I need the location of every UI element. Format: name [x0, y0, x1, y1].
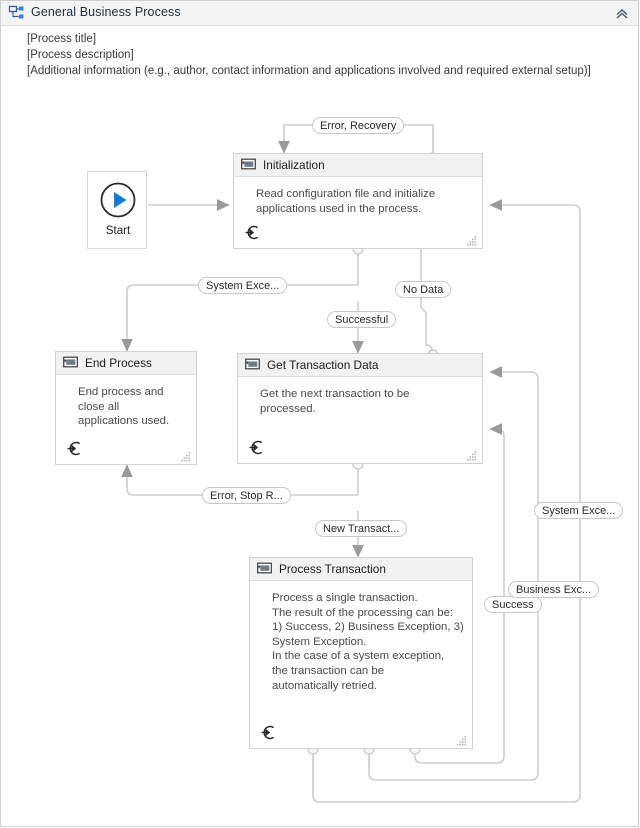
- chevron-double-up-icon[interactable]: [614, 6, 630, 22]
- node-end-process[interactable]: End Process End process and close all ap…: [55, 351, 197, 465]
- state-block-icon: [241, 158, 256, 172]
- state-block-icon: [257, 562, 272, 576]
- node-body-line: processed.: [260, 402, 316, 415]
- resize-grip-icon[interactable]: [457, 733, 467, 746]
- node-header: Initialization: [234, 154, 482, 177]
- node-title: Process Transaction: [279, 562, 386, 576]
- flowchart-canvas[interactable]: Start Initialization Read configuration …: [1, 83, 640, 827]
- node-header: End Process: [56, 352, 196, 375]
- entry-point-icon: [66, 440, 83, 457]
- node-start[interactable]: Start: [87, 171, 147, 249]
- node-initialization[interactable]: Initialization Read configuration file a…: [233, 153, 483, 249]
- edge-label-success[interactable]: Success: [484, 596, 542, 613]
- node-body-line: Process a single transaction.: [272, 592, 418, 604]
- description-line-title: [Process title]: [27, 33, 97, 45]
- node-get-transaction-data[interactable]: Get Transaction Data Get the next transa…: [237, 353, 483, 464]
- edge-label-error-stop[interactable]: Error, Stop R...: [202, 487, 291, 504]
- node-body: Read configuration file and initialize a…: [234, 177, 482, 216]
- node-body-line: applications used in the process.: [256, 202, 422, 215]
- node-body-line: The result of the processing can be:: [272, 606, 454, 619]
- entry-point-icon: [244, 224, 261, 241]
- process-description: [Process title] [Process description] [A…: [27, 31, 617, 79]
- resize-grip-icon[interactable]: [181, 449, 191, 462]
- edge-label-successful[interactable]: Successful: [327, 311, 397, 328]
- resize-grip-icon[interactable]: [467, 448, 477, 461]
- description-line-description: [Process description]: [27, 49, 134, 61]
- node-body-line: End process and: [78, 386, 164, 398]
- node-process-transaction[interactable]: Process Transaction Process a single tra…: [249, 557, 473, 749]
- node-body: Get the next transaction to be processed…: [238, 377, 482, 416]
- node-start-label: Start: [105, 224, 131, 237]
- node-body-line: close all: [78, 400, 120, 413]
- edge-label-system-exception-init[interactable]: System Exce...: [198, 277, 288, 294]
- edge-label-error-recovery[interactable]: Error, Recovery: [312, 117, 405, 134]
- edge-label-no-data[interactable]: No Data: [395, 281, 452, 298]
- entry-point-icon: [248, 439, 265, 456]
- node-body-line: automatically retried.: [272, 679, 378, 692]
- node-body: End process and close all applications u…: [56, 375, 196, 429]
- resize-grip-icon[interactable]: [467, 233, 477, 246]
- edge-label-business-exception[interactable]: Business Exc...: [508, 581, 600, 598]
- play-circle-icon: [99, 181, 137, 219]
- node-body-line: Read configuration file and initialize: [256, 188, 436, 200]
- edge-label-new-transaction[interactable]: New Transact...: [315, 520, 408, 537]
- entry-point-icon: [260, 724, 277, 741]
- description-line-additional: [Additional information (e.g., author, c…: [27, 65, 591, 77]
- node-title: Get Transaction Data: [267, 358, 379, 372]
- node-body: Process a single transaction. The result…: [250, 581, 472, 693]
- node-body-line: System Exception.: [272, 635, 367, 648]
- node-body-line: Get the next transaction to be: [260, 388, 410, 400]
- node-body-line: 1) Success, 2) Business Exception, 3): [272, 621, 464, 634]
- panel-titlebar: General Business Process: [1, 1, 638, 26]
- node-body-line: applications used.: [78, 415, 170, 428]
- node-header: Get Transaction Data: [238, 354, 482, 377]
- state-block-icon: [63, 356, 78, 370]
- state-block-icon: [245, 358, 260, 372]
- node-header: Process Transaction: [250, 558, 472, 581]
- node-title: End Process: [85, 356, 152, 370]
- node-body-line: the transaction can be: [272, 664, 385, 677]
- panel-title: General Business Process: [31, 5, 181, 19]
- node-title: Initialization: [263, 158, 325, 172]
- node-body-line: In the case of a system exception,: [272, 650, 445, 663]
- edge-label-system-exception[interactable]: System Exce...: [534, 502, 624, 519]
- process-diagram-icon: [8, 5, 25, 22]
